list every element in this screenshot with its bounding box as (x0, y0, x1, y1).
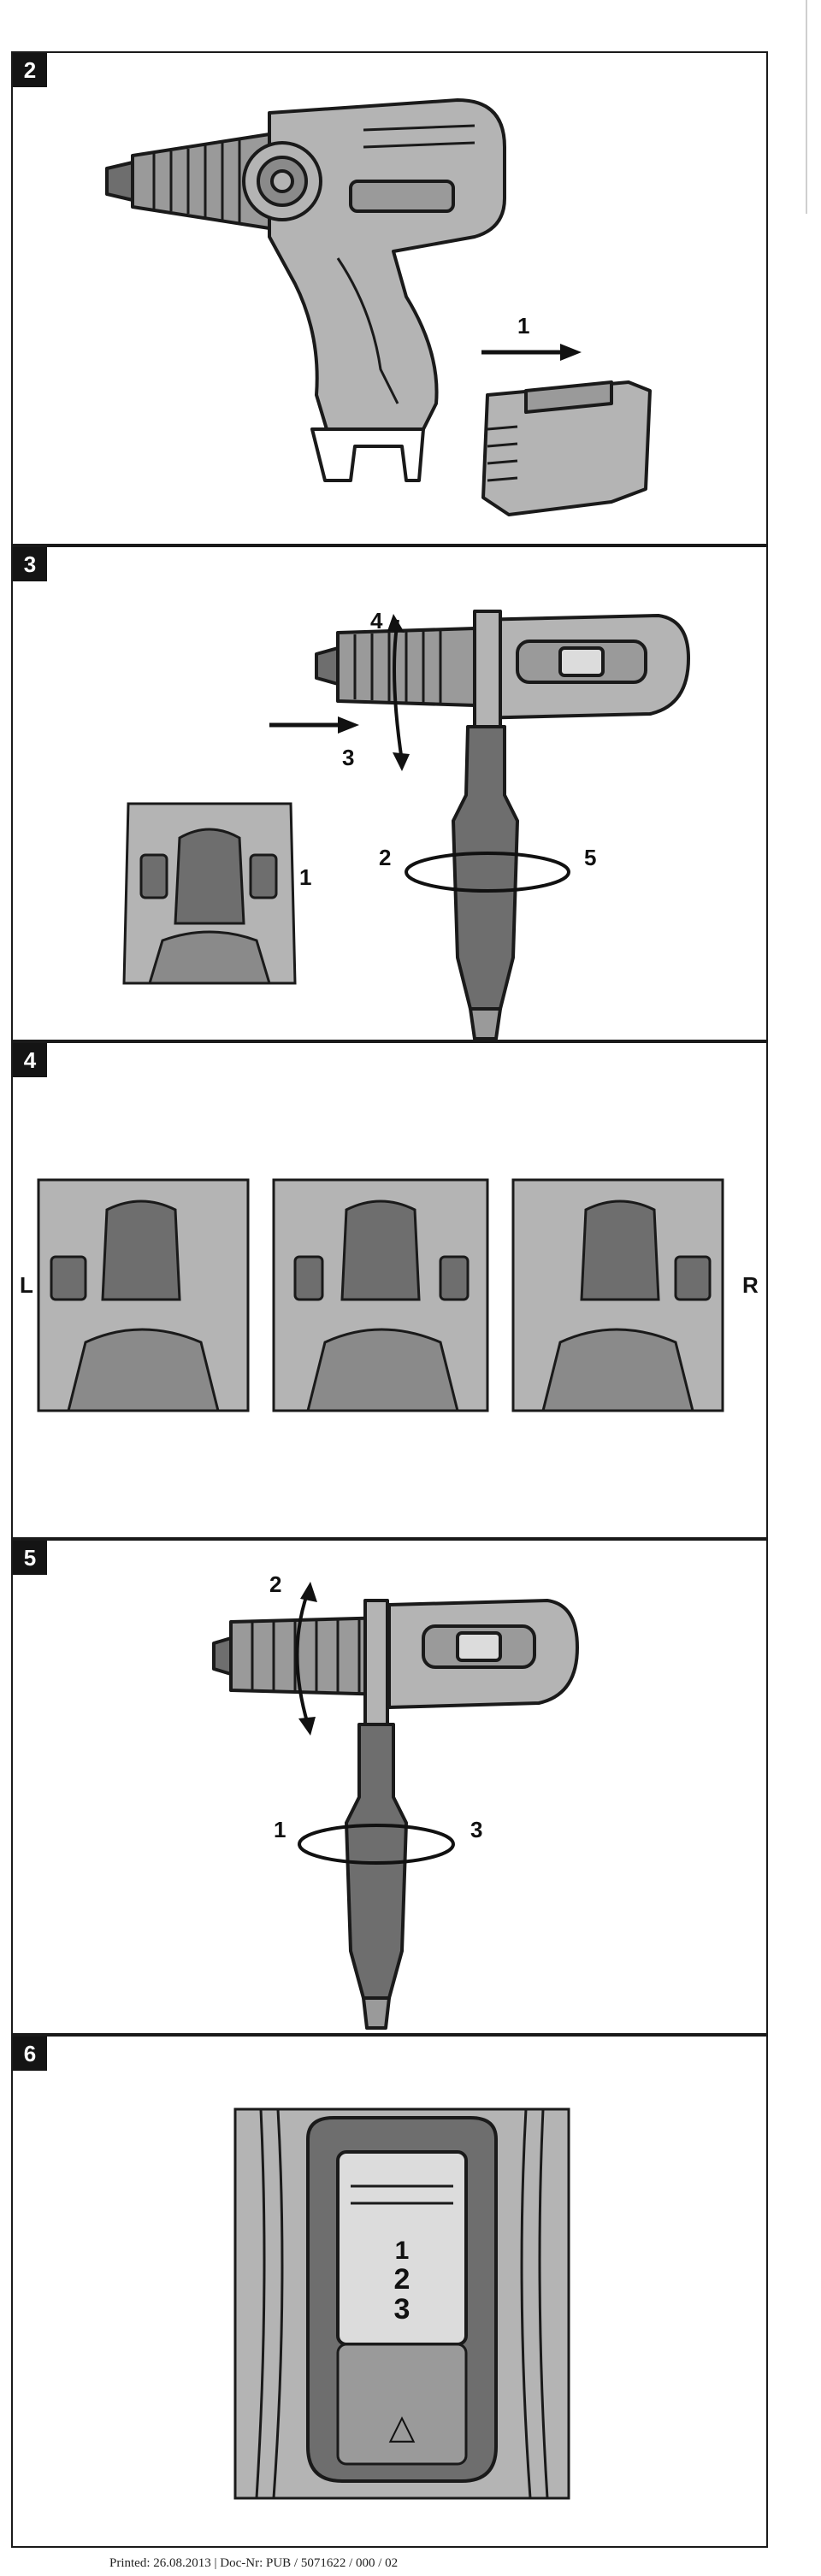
side-handle (452, 725, 519, 1011)
callout-2: 2 (269, 1571, 281, 1597)
panel-number-badge: 6 (13, 2037, 47, 2071)
callout-1: 1 (517, 313, 529, 339)
gear-number-2: 2 (394, 2263, 410, 2296)
panel-number-badge: 3 (13, 547, 47, 581)
side-handle-clamp (473, 610, 502, 728)
callout-5: 5 (584, 845, 596, 870)
panel-number-badge: 5 (13, 1541, 47, 1575)
scan-edge (806, 0, 807, 214)
side-handle-adjust-illustration: 2 1 3 (212, 1571, 579, 2030)
figure-panel-4: 4 L R (11, 1041, 768, 1539)
triangle-icon: △ (389, 2408, 416, 2446)
drill-vent (349, 180, 455, 213)
callout-2: 2 (379, 845, 391, 870)
gear-number-3: 3 (394, 2293, 410, 2325)
battery-slot (310, 427, 425, 482)
detail-inset (122, 802, 297, 985)
label-left: L (20, 1272, 33, 1298)
switch-view-right (511, 1178, 724, 1412)
callout-1: 1 (299, 864, 311, 890)
panel-number-badge: 4 (13, 1043, 47, 1077)
figure-panel-6: 6 1 2 3 △ (11, 2035, 768, 2548)
side-handle-mounting-illustration: 4 3 2 5 1 (122, 608, 690, 1040)
rotation-direction-illustration: L R (20, 1178, 759, 1412)
drill-grip-inner (336, 257, 399, 404)
gear-number-1: 1 (395, 2237, 410, 2265)
callout-3: 3 (470, 1817, 482, 1842)
callout-1: 1 (274, 1817, 286, 1842)
drill-battery-removal-illustration: 1 (105, 98, 652, 516)
gear-selector-illustration: 1 2 3 △ (233, 2107, 570, 2500)
drill-bit-holder (105, 161, 134, 202)
battery-pack (481, 380, 652, 516)
side-handle-clamp (363, 1599, 389, 1726)
panel-number-badge: 2 (13, 53, 47, 87)
figure-panel-3: 3 4 3 2 5 (11, 545, 768, 1041)
callout-4: 4 (370, 608, 383, 634)
switch-view-center (272, 1178, 489, 1412)
figure-panel-5: 5 2 1 3 (11, 1539, 768, 2035)
print-footer: Printed: 26.08.2013 | Doc-Nr: PUB / 5071… (109, 2556, 399, 2570)
figure-panel-2: 2 1 (11, 51, 768, 545)
callout-3: 3 (342, 745, 354, 770)
label-right: R (742, 1272, 759, 1298)
switch-view-left (37, 1178, 250, 1412)
